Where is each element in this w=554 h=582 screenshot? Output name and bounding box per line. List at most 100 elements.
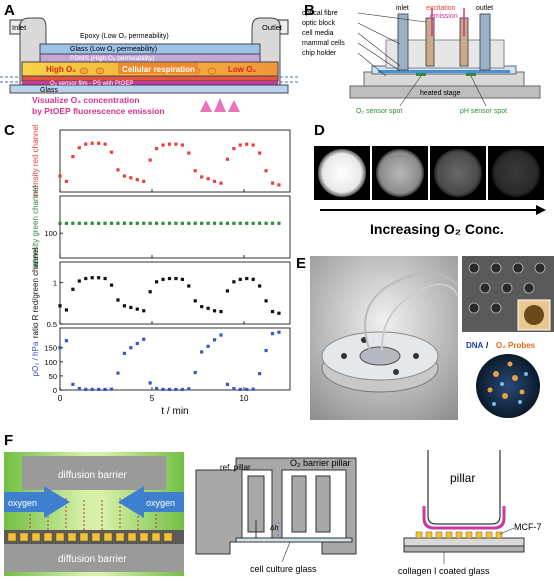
chart-c-point-0-11 [129,176,133,180]
chart-c-point-1-34 [277,221,281,225]
chart-c-ylabel-3: pO₂ / hPa [31,341,40,376]
chart-c-point-2-25 [219,310,223,314]
chart-c-point-1-27 [232,221,236,225]
chart-c-point-3-31 [258,372,262,376]
chart-c-point-1-17 [167,221,172,225]
chart-c-point-1-10 [122,221,126,225]
chart-c-point-0-9 [116,168,120,172]
chart-c-point-1-6 [97,221,101,225]
chart-c-point-3-16 [161,387,165,392]
chart-c-point-0-8 [109,150,114,154]
chart-c-point-0-24 [212,179,217,183]
chart-c-ylabel-1: intensity green channel [31,186,40,269]
a-high-o2-label: High O₂ [46,65,76,74]
e-dna-label: DNA [466,341,484,350]
chart-c-point-3-32 [264,348,268,353]
chart-c-point-1-19 [180,221,184,225]
chart-c-point-2-0 [58,304,62,308]
chart-c-point-3-5 [90,387,94,392]
chart-c-point-3-10 [122,351,126,355]
chart-c-point-3-20 [187,387,191,391]
chart-c-point-2-18 [174,276,178,281]
chart-c-point-3-27 [232,386,236,391]
chart-c-point-2-20 [187,284,191,288]
d-caption: Increasing O₂ Conc. [370,221,504,237]
f-o2-barrier-label: O₂ barrier pillar [290,458,351,468]
chart-c-point-1-24 [212,221,217,225]
a-low-o2-label: Low O₂ [228,65,256,74]
chart-c-point-0-6 [97,141,101,145]
chart-c-point-1-12 [135,221,139,225]
chart-c-point-2-34 [277,311,281,315]
chart-c-point-3-21 [193,370,197,375]
panel-d-images: Increasing O₂ Conc. [314,146,546,237]
panel-letter-e: E [296,255,307,272]
chart-c-point-3-13 [142,337,146,341]
chart-c-point-0-20 [187,151,191,155]
chart-c-ytick-label-3-0: 0 [53,386,57,395]
chart-c-point-3-30 [251,387,255,391]
a-glass-top-label: Glass (Low O₂ permeability) [70,46,157,53]
panel-e-photos: DNA / O₂ Probes [310,256,554,420]
f-diffusion-top-label: diffusion barrier [58,470,127,481]
chart-c-point-1-5 [90,221,94,225]
chart-c-point-1-16 [161,221,165,225]
b-optical-fibre-label: optical fibre [302,10,338,17]
chart-c-point-2-28 [238,277,242,281]
chart-c-point-1-9 [116,221,120,225]
chart-c-point-3-7 [103,387,107,392]
chart-c-point-3-24 [212,338,217,342]
a-epoxy-label: Epoxy (Low O₂ permeability) [80,33,169,40]
chart-c-point-2-17 [167,276,172,281]
chart-c-xtick-label-1: 5 [150,394,155,403]
chart-c-point-2-29 [245,276,249,281]
chart-c-point-0-4 [84,142,88,146]
chart-c-point-3-0 [58,346,62,350]
chart-c-point-2-12 [135,307,139,311]
chart-c-point-0-15 [155,147,159,151]
a-outlet-label: Outlet [262,23,283,32]
chart-c-frame-2 [59,261,291,325]
f-diffusion-bottom-label: diffusion barrier [58,554,127,565]
chart-c-point-3-22 [200,350,204,354]
chart-c-point-1-0 [58,221,62,225]
chart-c-point-3-6 [97,387,101,392]
chart-c-point-0-5 [90,141,94,145]
panel-letter-b: B [304,2,315,19]
chart-c-point-1-31 [258,221,262,225]
chart-c-ytick-label-2-0: 0.5 [47,320,57,329]
panel-b-diagram: optical fibre optic block cell media mam… [302,5,541,115]
chart-c-point-1-3 [77,221,81,225]
chart-c-point-3-8 [109,387,114,391]
chart-c-point-1-32 [264,221,268,225]
f-ref-pillar-label: ref. pillar [220,463,251,472]
chart-c-point-1-22 [200,221,204,225]
chart-c-point-1-29 [245,221,249,225]
chart-c-point-3-17 [167,387,172,392]
chart-c-ytick-label-3-1: 50 [49,372,57,381]
chart-c-frame-0 [59,129,291,193]
chart-c-point-3-11 [129,346,133,350]
f-cell-culture-label: cell culture glass [250,564,317,574]
chart-c-point-3-29 [245,387,249,392]
chart-c-point-0-1 [64,179,69,183]
chart-c-xlabel: t / min [161,406,188,417]
chart-c-point-3-33 [270,332,275,336]
chart-c-ytick-label-3-2: 100 [44,358,57,367]
b-cell-media-label: cell media [302,30,334,37]
chart-c-point-2-15 [155,280,159,284]
chart-c-point-2-21 [193,299,197,303]
chart-c-point-1-33 [270,221,275,225]
chart-c-point-1-2 [71,221,75,225]
chart-c-point-3-14 [148,381,152,385]
chart-c-point-3-2 [71,382,75,386]
chart-c-point-1-30 [251,221,255,225]
chart-c-ytick-label-3-3: 150 [44,344,57,353]
chart-c-point-0-2 [71,154,75,159]
a-sensor-film-label: O₂ sensor film - PS with PtOEP [50,81,133,87]
chart-c-point-3-12 [135,341,139,346]
chart-c-point-1-14 [148,221,152,225]
chart-c-point-0-13 [142,179,146,183]
b-mammal-cells-label: mammal cells [302,40,345,47]
